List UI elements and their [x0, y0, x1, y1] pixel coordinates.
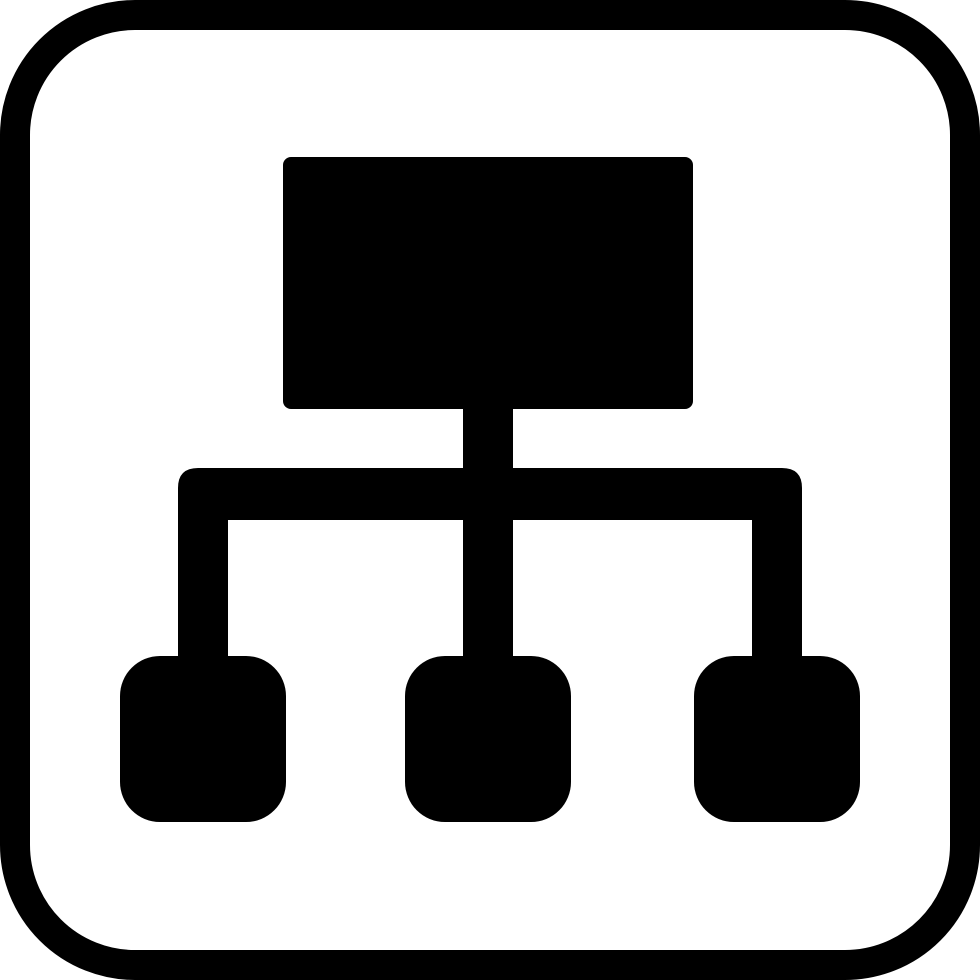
branch-bar [178, 468, 802, 660]
parent-stem [463, 405, 513, 475]
connector-lines [178, 405, 802, 665]
middle-stem [463, 515, 513, 665]
child-node-middle [405, 656, 571, 822]
child-node-right [694, 656, 860, 822]
child-node-left [120, 656, 286, 822]
parent-node [283, 157, 693, 409]
